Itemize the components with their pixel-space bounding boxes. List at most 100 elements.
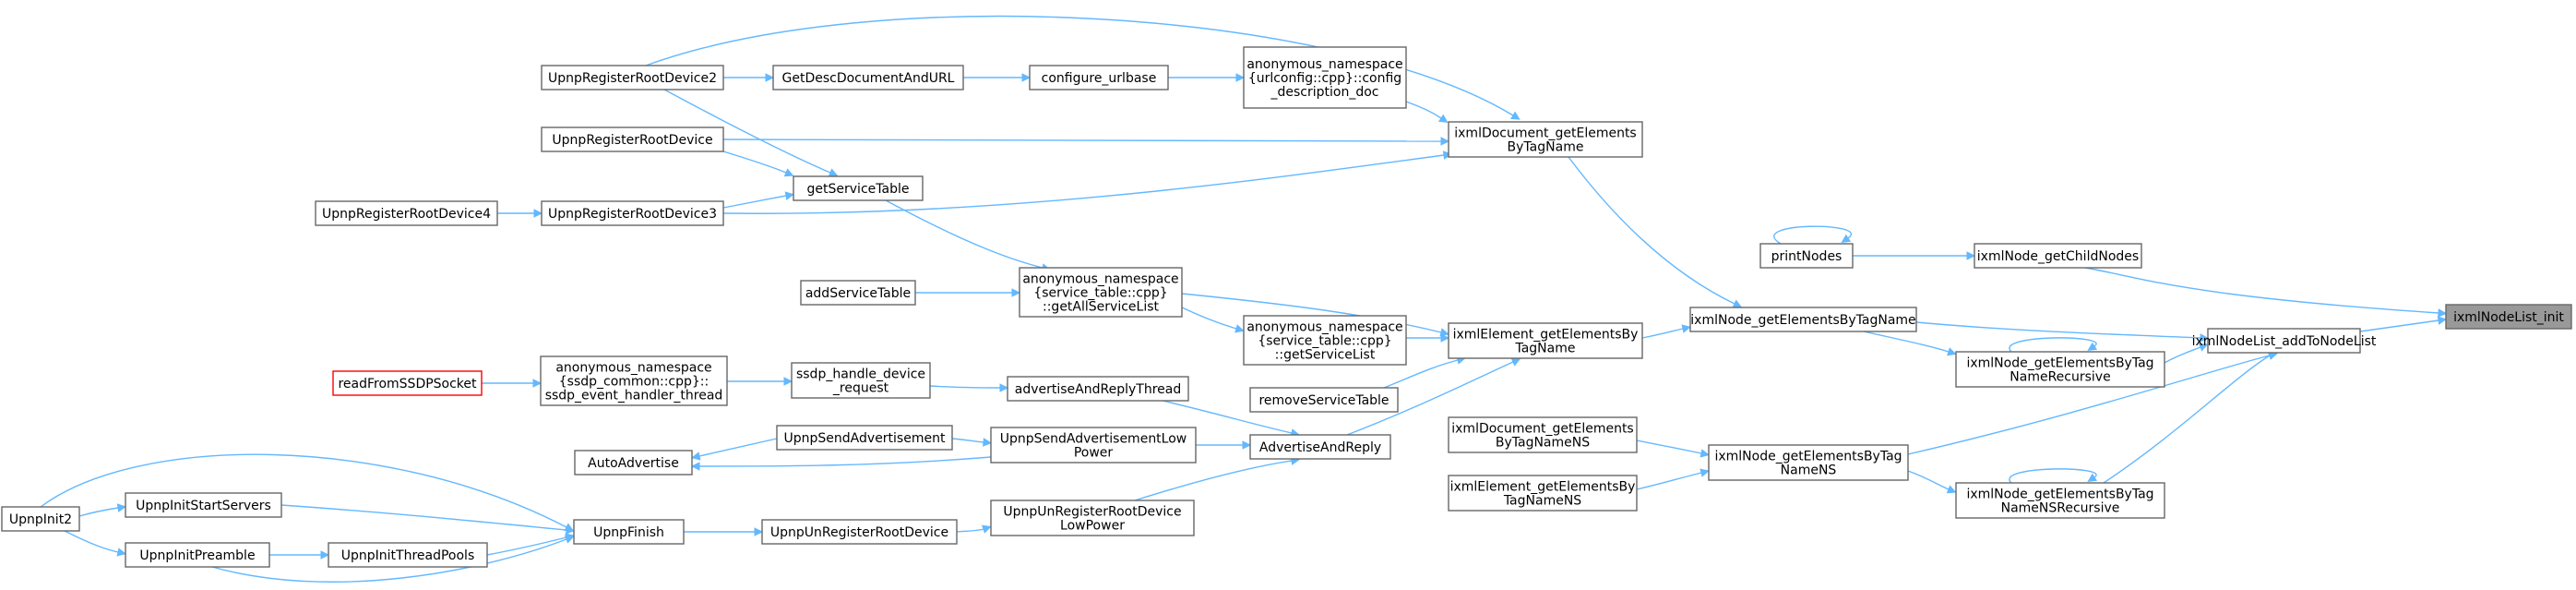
node-getbytag[interactable]: ixmlNode_getElementsByTagName bbox=[1689, 307, 1917, 332]
node-box bbox=[1007, 376, 1189, 402]
edge-reg4-to-reg3 bbox=[497, 209, 543, 218]
node-reg4[interactable]: UpnpRegisterRootDevice4 bbox=[315, 200, 498, 226]
edge-line bbox=[2164, 346, 2201, 364]
node-box bbox=[332, 370, 483, 396]
edge-reg2-to-getdesc bbox=[723, 73, 775, 82]
node-label: ssdp_handle_device bbox=[796, 367, 925, 382]
node-autoadv[interactable]: AutoAdvertise bbox=[574, 450, 693, 476]
node-box bbox=[793, 175, 924, 201]
nodes-layer: ixmlNodeList_init ixmlNodeList_addToNodeL… bbox=[1, 46, 2572, 568]
node-box bbox=[1708, 444, 1909, 481]
edge-line bbox=[1181, 307, 1237, 330]
node-readssdp[interactable]: readFromSSDPSocket bbox=[332, 370, 483, 396]
node-advreply[interactable]: AdvertiseAndReply bbox=[1249, 434, 1391, 460]
node-getchild[interactable]: ixmlNode_getChildNodes bbox=[1974, 243, 2142, 269]
node-configdesc[interactable]: anonymous_namespace{urlconfig::cpp}::con… bbox=[1243, 46, 1407, 109]
node-reg3[interactable]: UpnpRegisterRootDevice3 bbox=[541, 200, 724, 226]
node-box bbox=[1029, 65, 1169, 90]
edge-unreglow-to-advreply bbox=[1134, 456, 1301, 501]
node-sendadv[interactable]: UpnpSendAdvertisement bbox=[776, 425, 953, 451]
arrow-head-icon bbox=[532, 379, 543, 388]
node-init2[interactable]: UpnpInit2 bbox=[1, 506, 80, 532]
edge-elbytagns-to-getbytagns bbox=[1636, 468, 1710, 490]
node-label: ixmlNode_getElementsByTag bbox=[1714, 450, 1902, 464]
node-unreg[interactable]: UpnpUnRegisterRootDevice bbox=[761, 519, 958, 545]
node-label: TagName bbox=[1514, 342, 1575, 356]
edge-print-to-print bbox=[1773, 225, 1852, 245]
edge-line bbox=[1636, 472, 1702, 490]
node-label: UpnpFinish bbox=[593, 525, 664, 540]
node-reg2[interactable]: UpnpRegisterRootDevice2 bbox=[541, 65, 724, 90]
arrow-head-icon bbox=[691, 452, 701, 461]
edge-line bbox=[698, 438, 778, 457]
edge-configurl-to-configdesc bbox=[1168, 73, 1246, 82]
edge-addsvc-to-getallsvc bbox=[915, 288, 1021, 297]
node-threadpools[interactable]: UpnpInitThreadPools bbox=[328, 542, 488, 568]
node-advreplythread[interactable]: advertiseAndReplyThread bbox=[1007, 376, 1189, 402]
edge-getbytag-to-add bbox=[1915, 321, 2210, 343]
edge-reg3-to-getsvctable bbox=[722, 191, 794, 209]
node-label: anonymous_namespace bbox=[1246, 57, 1402, 72]
node-label: UpnpRegisterRootDevice4 bbox=[322, 207, 491, 222]
edge-unreg-to-unreglow bbox=[956, 524, 992, 534]
node-configurl[interactable]: configure_urlbase bbox=[1029, 65, 1169, 90]
node-docbytag[interactable]: ixmlDocument_getElementsByTagName bbox=[1448, 121, 1643, 158]
node-label: ::getAllServiceList bbox=[1043, 300, 1160, 315]
node-preamble[interactable]: UpnpInitPreamble bbox=[125, 542, 270, 568]
arrow-head-icon bbox=[1966, 251, 1976, 260]
node-box bbox=[541, 126, 724, 152]
node-box bbox=[1448, 121, 1643, 158]
node-removesvc[interactable]: removeServiceTable bbox=[1249, 387, 1399, 413]
edge-line bbox=[78, 507, 119, 517]
arrow-head-icon bbox=[1442, 151, 1453, 160]
node-ssdphandle[interactable]: ssdp_handle_device_request bbox=[791, 362, 931, 399]
edge-line bbox=[1641, 328, 1684, 339]
edge-startservers-to-finish bbox=[280, 504, 576, 535]
node-startservers[interactable]: UpnpInitStartServers bbox=[125, 492, 282, 518]
node-getdesc[interactable]: GetDescDocumentAndURL bbox=[772, 65, 964, 90]
arrow-head-icon bbox=[2087, 342, 2098, 351]
edge-line bbox=[64, 530, 119, 553]
node-finish[interactable]: UpnpFinish bbox=[573, 519, 685, 545]
node-label: removeServiceTable bbox=[1258, 393, 1389, 408]
edge-reg-to-getsvctable bbox=[722, 151, 794, 177]
edge-line bbox=[885, 199, 1044, 269]
edge-line bbox=[2359, 319, 2439, 332]
arrow-head-icon bbox=[690, 462, 700, 471]
edge-line bbox=[722, 154, 1445, 214]
node-reg[interactable]: UpnpRegisterRootDevice bbox=[541, 126, 724, 152]
node-elbytag[interactable]: ixmlElement_getElementsByTagName bbox=[1448, 322, 1643, 359]
edge-line bbox=[722, 138, 1442, 142]
node-getsvclist[interactable]: anonymous_namespace{service_table::cpp}:… bbox=[1243, 315, 1407, 366]
node-addsvc[interactable]: addServiceTable bbox=[800, 280, 916, 306]
arrow-head-icon bbox=[1234, 324, 1245, 333]
arrow-head-icon bbox=[566, 525, 576, 535]
arrow-head-icon bbox=[1510, 357, 1521, 367]
arrow-head-icon bbox=[1841, 234, 1852, 244]
node-label: UpnpInit2 bbox=[9, 512, 72, 527]
arrow-head-icon bbox=[765, 73, 775, 82]
edge-line bbox=[1636, 439, 1702, 454]
node-box bbox=[1759, 243, 1854, 269]
node-ssdpthread[interactable]: anonymous_namespace{ssdp_common::cpp}::s… bbox=[540, 355, 728, 406]
edge-getsvctable-to-getallsvc bbox=[885, 199, 1051, 272]
node-add[interactable]: ixmlNodeList_addToNodeList bbox=[2192, 328, 2377, 354]
arrow-head-icon bbox=[2437, 316, 2448, 325]
node-getallsvc[interactable]: anonymous_namespace{service_table::cpp}:… bbox=[1019, 267, 1183, 318]
node-print[interactable]: printNodes bbox=[1759, 243, 1854, 269]
node-getsvctable[interactable]: getServiceTable bbox=[793, 175, 924, 201]
node-init[interactable]: ixmlNodeList_init bbox=[2445, 304, 2572, 330]
edge-readssdp-to-ssdpthread bbox=[482, 379, 543, 388]
node-box bbox=[125, 492, 282, 518]
edge-line bbox=[722, 151, 787, 174]
node-label: getServiceTable bbox=[807, 182, 910, 197]
node-box bbox=[315, 200, 498, 226]
